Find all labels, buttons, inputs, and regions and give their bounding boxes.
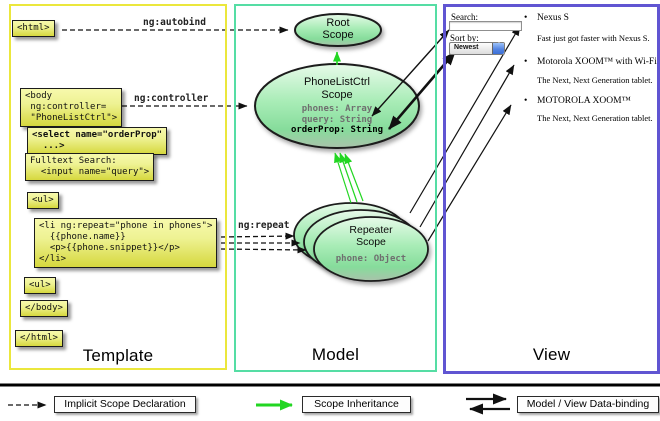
- code-html-close: </html>: [15, 330, 63, 347]
- repeater-line1: Repeater: [349, 224, 393, 236]
- legend-scope-inheritance: Scope Inheritance: [302, 396, 411, 413]
- code-ul-close: <ul>: [24, 277, 56, 294]
- repeater-item3-binding: [427, 104, 512, 242]
- view-panel-title: View: [532, 345, 571, 364]
- stepper-icon[interactable]: [492, 40, 504, 63]
- list-item-2-title: • Motorola XOOM™ with Wi-Fi: [524, 57, 657, 67]
- sort-label: Sort by:: [450, 33, 479, 43]
- ng-repeat-label: ng:repeat: [238, 220, 290, 231]
- model-panel-title: Model: [311, 345, 360, 364]
- code-li-repeat: <li ng:repeat="phone in phones"> {{phone…: [34, 218, 218, 268]
- down-arrow-icon: [497, 40, 501, 60]
- ng-autobind-label: ng:autobind: [143, 17, 206, 28]
- code-body-open: <body ng:controller= "PhoneListCtrl">: [20, 88, 123, 127]
- code-fulltext: Fulltext Search: <input name="query">: [25, 153, 155, 181]
- code-select: <select name="orderProp" ...>: [27, 127, 168, 155]
- template-panel: [9, 4, 227, 370]
- sort-dropdown-value: Newest: [454, 44, 479, 51]
- repeater-line2: Scope: [356, 236, 386, 248]
- list-item-1-desc: Fast just got faster with Nexus S.: [537, 33, 650, 43]
- legend-implicit-scope-declaration: Implicit Scope Declaration: [54, 396, 196, 413]
- view-panel: [443, 4, 660, 374]
- legend-model-view-data-binding: Model / View Data-binding: [517, 396, 659, 413]
- prop-phones: phones: Array: [301, 104, 373, 114]
- code-ul-open: <ul>: [27, 192, 59, 209]
- prop-orderprop: orderProp: String: [290, 125, 384, 135]
- prop-query: query: String: [301, 114, 373, 125]
- repeat-arrow-3: [220, 246, 307, 254]
- ng-controller-label: ng:controller: [134, 93, 209, 104]
- search-input[interactable]: [449, 21, 522, 31]
- code-body-close: </body>: [20, 300, 68, 317]
- phonelistctrl-scope-label: PhoneListCtrl Scope phones: Array query:…: [257, 76, 417, 136]
- item-3-title-text: MOTOROLA XOOM™: [537, 96, 631, 106]
- inherit-repeater-arrow-2: [339, 152, 358, 203]
- bullet-icon: •: [524, 13, 528, 23]
- phonelistctrl-line2: Scope: [321, 89, 353, 101]
- model-panel: [234, 4, 437, 372]
- repeater-scope-stack: [293, 202, 429, 282]
- scope-inheritance-arrows: [256, 51, 364, 411]
- prop-phone: phone: Object: [335, 254, 407, 264]
- bullet-icon: •: [524, 96, 528, 106]
- phonelistctrl-line1: PhoneListCtrl: [303, 76, 371, 88]
- list-item-3-title: • MOTOROLA XOOM™: [524, 96, 631, 106]
- inherit-repeater-arrow-1: [334, 152, 352, 204]
- root-scope-label: Root Scope: [296, 17, 380, 41]
- code-html-open: <html>: [12, 20, 55, 37]
- inherit-repeater-arrow-3: [344, 153, 364, 202]
- list-item-1-title: • Nexus S: [524, 13, 569, 23]
- bullet-icon: •: [524, 57, 528, 67]
- root-scope-line1: Root: [326, 17, 350, 29]
- item-1-title-text: Nexus S: [537, 13, 569, 23]
- repeat-arrow-1: [220, 232, 295, 240]
- template-panel-title: Template: [82, 346, 154, 365]
- repeater-item1-binding: [409, 25, 521, 214]
- list-item-3-desc: The Next, Next Generation tablet.: [537, 113, 653, 123]
- list-item-2-desc: The Next, Next Generation tablet.: [537, 75, 653, 85]
- sort-dropdown[interactable]: Newest: [449, 40, 505, 63]
- item-2-title-text: Motorola XOOM™ with Wi-Fi: [537, 57, 657, 67]
- root-scope-line2: Scope: [322, 29, 354, 41]
- repeater-scope-label: Repeater Scope phone: Object: [311, 224, 431, 265]
- search-label: Search:: [451, 12, 478, 22]
